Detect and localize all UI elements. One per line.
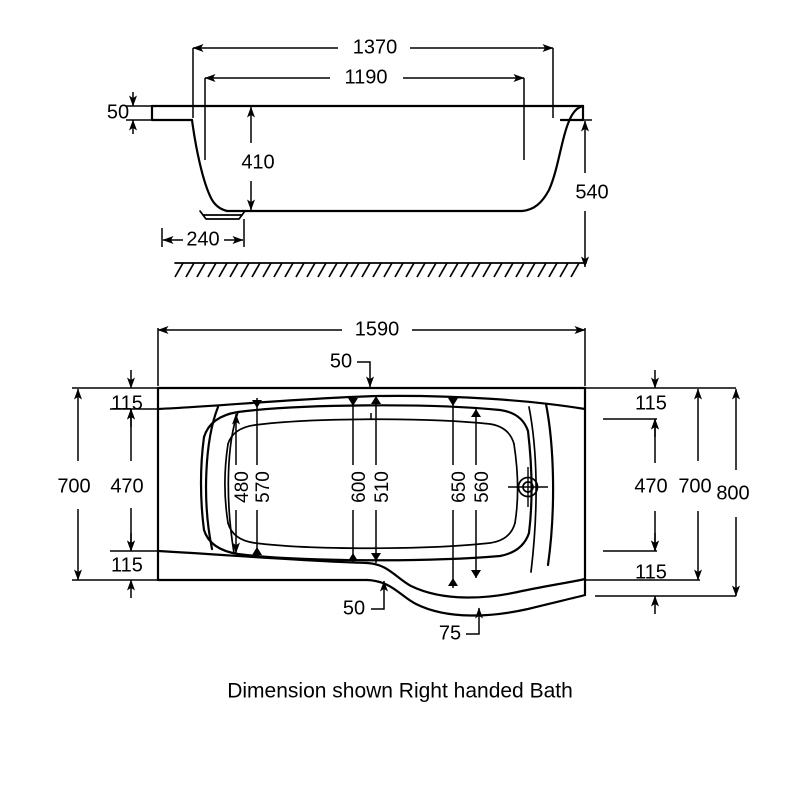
dim-label-right-470: 470 [634,475,667,497]
waste-outlet-symbol [508,467,548,507]
dim-internal-mid-pair: 600 510 [348,396,393,563]
dim-label-480: 480 [232,471,253,503]
bath-plan-bowl-inner [224,418,519,550]
dim-240-foot-offset: 240 [161,219,245,250]
dim-50-top-rim: 50 [330,350,374,388]
dim-label-510: 510 [372,471,393,503]
bath-plan-outline [156,386,587,617]
dim-label-left-470: 470 [110,475,143,497]
dim-label-600: 600 [349,471,370,503]
dim-internal-right-pair: 650 560 [448,396,493,588]
dim-label-75: 75 [439,622,461,644]
dim-1590: 1590 [157,318,586,386]
dim-label-right-115-top: 115 [635,392,667,414]
dim-internal-left-pair: 480 570 [232,398,274,557]
dim-label-left-115-top: 115 [111,392,143,414]
dim-label-240: 240 [186,228,219,250]
dim-75-bulge-rim: 75 [439,607,483,644]
dim-label-1590: 1590 [355,318,400,340]
dim-540-overall-height: 540 [560,119,609,268]
dim-50-step-rim: 50 [343,580,388,619]
side-elevation-view: 1370 1190 50 410 540 [107,36,609,278]
dim-label-560: 560 [472,471,493,503]
dim-label-right-700: 700 [678,475,711,497]
bath-plan-bowl-outer [199,404,533,562]
dim-label-right-115-bottom: 115 [635,561,667,583]
dim-50-rim-thickness: 50 [107,92,152,134]
plan-view: 1590 50 115 470 115 [57,318,749,644]
dim-right-stack: 115 470 115 700 800 [585,370,750,614]
dim-label-50-top: 50 [330,350,352,372]
dim-label-left-115-bottom: 115 [111,554,143,576]
floor-hatching [174,262,587,278]
drawing-caption: Dimension shown Right handed Bath [227,680,573,703]
dim-label-50-rim: 50 [107,101,129,123]
dim-1190: 1190 [204,66,525,160]
dim-label-410: 410 [241,151,274,173]
dim-label-1190: 1190 [344,66,387,88]
dim-label-right-800: 800 [716,482,749,504]
dim-1370: 1370 [192,36,554,118]
dim-label-left-700: 700 [57,475,90,497]
dim-label-1370: 1370 [353,36,398,58]
dim-label-50-step: 50 [343,597,365,619]
bath-side-profile [150,104,585,220]
dim-label-570: 570 [253,471,274,503]
dim-label-650: 650 [449,471,470,503]
dim-label-540: 540 [575,181,608,203]
dim-left-stack: 115 470 115 700 [57,370,158,598]
bath-plan-right-taper [528,402,555,573]
dim-410-internal-depth: 410 [241,106,275,211]
